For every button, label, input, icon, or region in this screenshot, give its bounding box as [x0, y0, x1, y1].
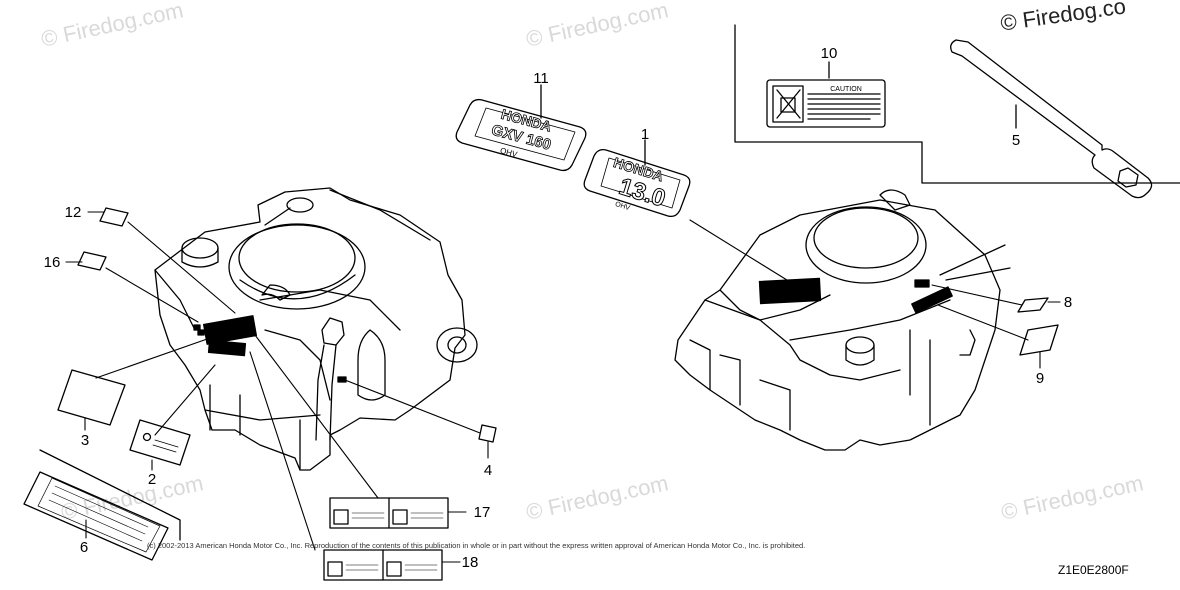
callout-3: 3 — [81, 432, 89, 449]
callout-18: 18 — [462, 554, 479, 571]
decal-ohv-b: OHV — [614, 201, 631, 212]
gxv-decal-part-11 — [455, 84, 587, 172]
label-part-2 — [129, 419, 191, 466]
callout-10: 10 — [821, 45, 838, 62]
callout-5: 5 — [1012, 132, 1020, 149]
caution-label-part-10 — [766, 61, 886, 128]
right-engine — [674, 189, 1011, 451]
callout-2: 2 — [148, 471, 156, 488]
callout-4: 4 — [484, 462, 492, 479]
figure-code: Z1E0E2800F — [1058, 563, 1129, 577]
callout-9: 9 — [1036, 370, 1044, 387]
label-part-6 — [23, 449, 181, 561]
callout-1: 1 — [641, 126, 649, 143]
label-part-18 — [323, 549, 443, 581]
left-engine — [154, 187, 478, 471]
label-part-4 — [478, 424, 497, 443]
decal-caution: CAUTION — [830, 86, 862, 93]
label-part-8 — [1017, 297, 1049, 313]
label-part-17 — [329, 497, 449, 529]
callout-numbers: 1 2 3 4 5 6 8 9 10 11 12 16 17 18 — [44, 45, 1073, 571]
callout-6: 6 — [80, 539, 88, 556]
callout-8: 8 — [1064, 294, 1072, 311]
label-part-9 — [1019, 324, 1059, 356]
leader-lines — [65, 211, 1061, 563]
decal-ohv-a: OHV — [499, 146, 519, 159]
hp-decal-part-1 — [583, 139, 691, 218]
label-part-16 — [77, 251, 107, 271]
callout-11: 11 — [533, 70, 549, 87]
spark-plug-wrench-part-5 — [950, 39, 1153, 199]
label-part-12 — [99, 207, 129, 227]
callout-17: 17 — [474, 504, 491, 521]
label-part-3 — [57, 369, 126, 426]
caution-label-box — [734, 24, 1180, 184]
copyright-notice: (c) 2002-2013 American Honda Motor Co., … — [147, 541, 806, 550]
callout-12: 12 — [65, 204, 82, 221]
callout-16: 16 — [44, 254, 61, 271]
decal-text: HONDA GXV 160 OHV HONDA 13.0 OHV CAUTION — [489, 86, 862, 213]
